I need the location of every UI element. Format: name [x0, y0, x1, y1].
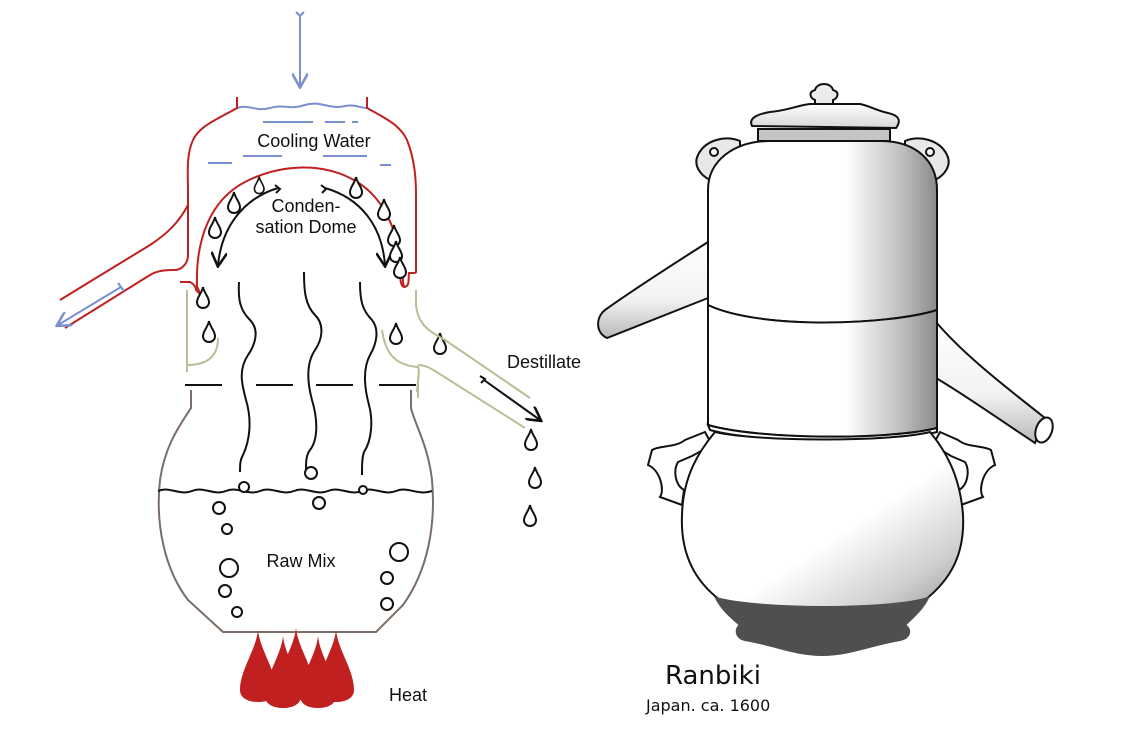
- raw-mix-surface: [157, 488, 433, 494]
- label-condensation-line1: Conden-: [271, 196, 340, 216]
- destillate-droplets: [523, 428, 542, 527]
- ranbiki-illustration: Ranbiki Japan. ca. 1600: [597, 82, 1054, 715]
- ranbiki-middle-section: [707, 303, 938, 438]
- water-dashes: [208, 121, 391, 166]
- ranbiki-upper-body: [707, 140, 938, 324]
- ranbiki-lower-spout: [935, 319, 1047, 445]
- label-raw-mix: Raw Mix: [266, 551, 335, 571]
- label-destillate: Destillate: [507, 352, 581, 372]
- raw-mix-flask: [157, 390, 434, 633]
- bubbles: [212, 466, 409, 618]
- label-heat: Heat: [389, 685, 427, 705]
- condensate-flow-arrows: [218, 184, 385, 265]
- condenser-outer-wall: [64, 97, 238, 329]
- label-cooling-water: Cooling Water: [257, 131, 370, 151]
- heat-flames: [240, 628, 354, 708]
- ranbiki-lid: [750, 103, 900, 130]
- ranbiki-upper-spout: [597, 240, 709, 340]
- cooling-outflow-pipe: [59, 204, 189, 301]
- ranbiki-lid-rim: [757, 128, 891, 142]
- cooling-water-inflow-arrow: [296, 11, 304, 86]
- ranbiki-left-lug: [695, 137, 741, 182]
- vapor-streams: [237, 271, 378, 476]
- ranbiki-title: Ranbiki: [665, 661, 761, 691]
- collector-tray: [186, 290, 531, 429]
- ranbiki-knob: [809, 82, 839, 105]
- ranbiki-pot-handles: [646, 430, 997, 507]
- cooling-water-outflow-arrow: [58, 282, 125, 325]
- label-condensation-line2: sation Dome: [255, 217, 356, 237]
- ranbiki-base: [714, 596, 930, 657]
- ranbiki-subtitle: Japan. ca. 1600: [645, 696, 770, 715]
- alembic-schematic: Cooling Water Conden- sation Dome Destil…: [58, 11, 581, 708]
- destillate-outflow-arrow: [479, 375, 540, 420]
- ranbiki-pot: [680, 430, 965, 621]
- water-surface: [236, 102, 368, 111]
